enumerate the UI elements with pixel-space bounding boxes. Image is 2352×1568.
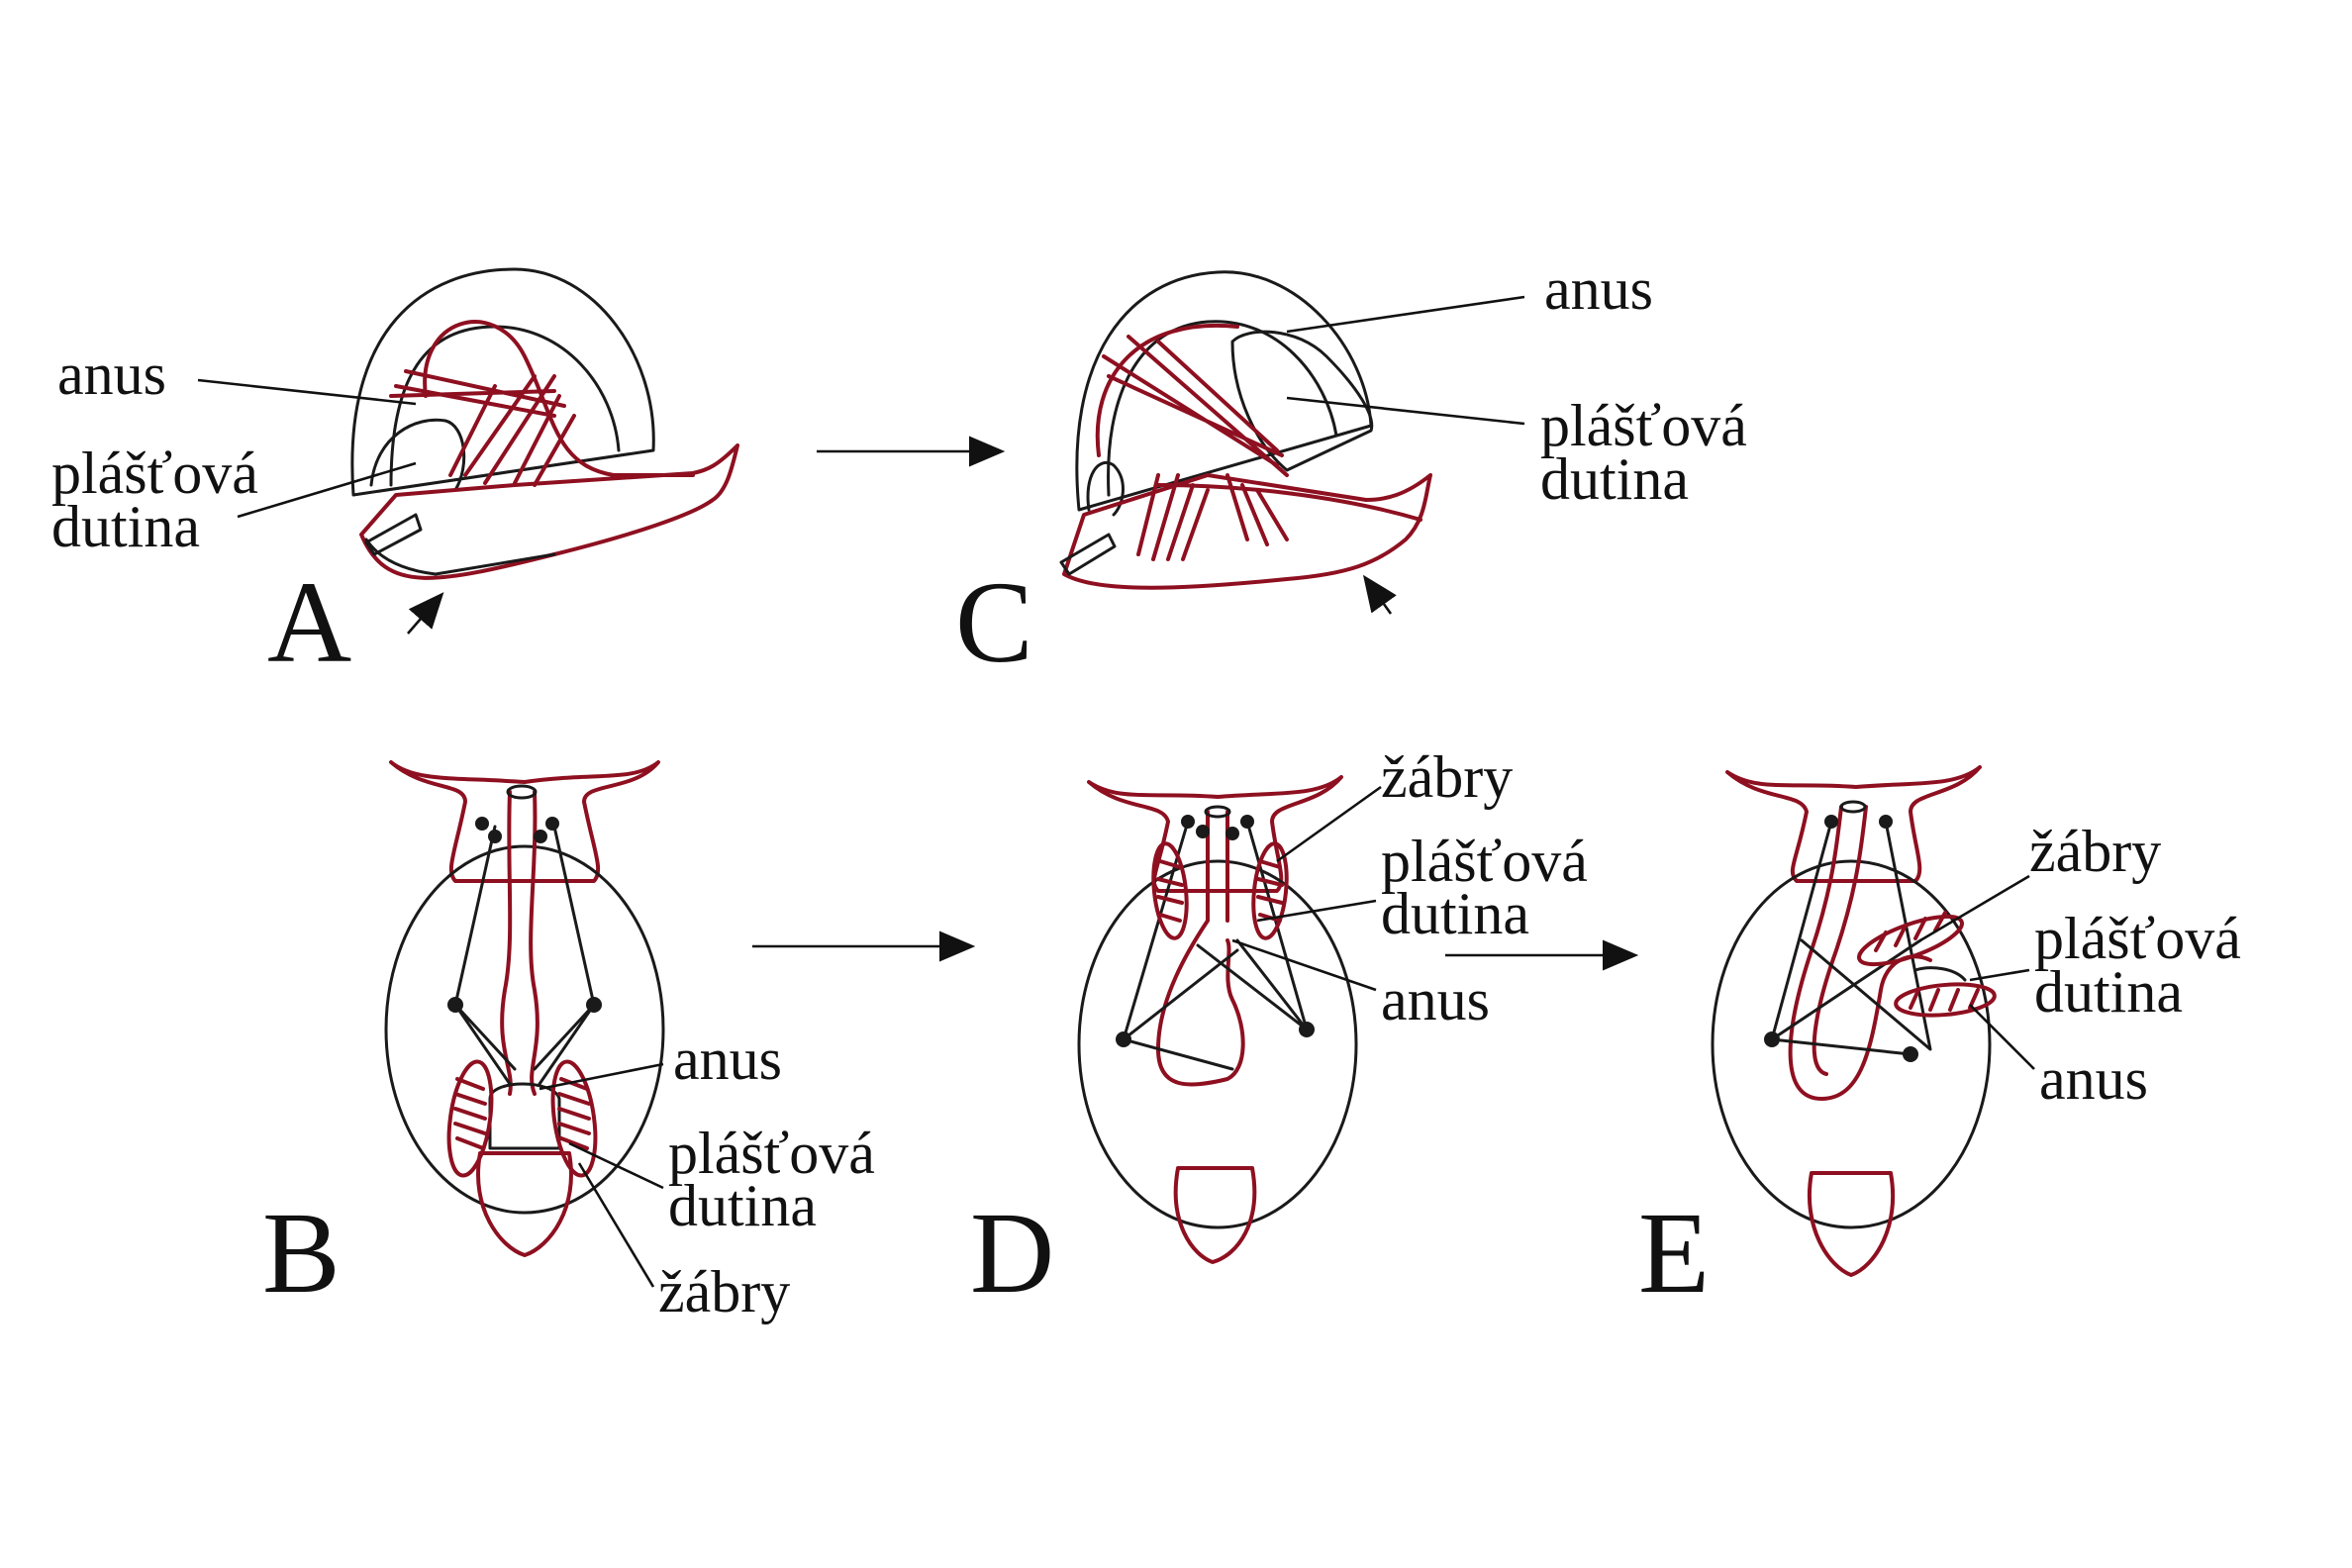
label-a-mantle-line2: dutina: [51, 494, 200, 559]
panel-e-figure: [1711, 765, 1997, 1277]
label-e-mantle-line1: plášťová: [2034, 906, 2241, 971]
label-d-gills: žábry: [1381, 744, 1513, 810]
label-a-anus: anus: [57, 342, 166, 407]
label-c-mantle-line2: dutina: [1540, 446, 1689, 512]
label-e-anus: anus: [2039, 1046, 2148, 1112]
label-b-gills: žábry: [658, 1259, 790, 1324]
leader-d-mantle: [1256, 899, 1377, 923]
label-b-mantle-line1: plášťová: [668, 1121, 875, 1186]
panel-label-d: D: [970, 1188, 1054, 1318]
leader-a-anus: [197, 378, 417, 406]
panel-b-figure: [384, 760, 665, 1257]
leader-a-mantle: [237, 461, 417, 519]
label-a-mantle-line1: plášťová: [51, 441, 258, 506]
leader-d-gills: [1276, 785, 1382, 863]
panel-c-figure: [1059, 270, 1432, 615]
panel-a-figure: [350, 267, 739, 635]
leader-e-gills: [1919, 874, 2030, 942]
label-d-anus: anus: [1381, 967, 1490, 1032]
leader-c-anus: [1286, 295, 1525, 334]
leader-b-gills: [577, 1162, 655, 1288]
label-b-mantle-line2: dutina: [668, 1173, 817, 1238]
label-b-anus: anus: [673, 1027, 782, 1092]
leader-b-anus: [539, 1062, 664, 1091]
leader-e-mantle: [1969, 968, 2030, 982]
label-e-gills: žábry: [2029, 819, 2161, 884]
label-c-mantle-line1: plášťová: [1540, 393, 1747, 458]
panel-label-b: B: [262, 1188, 341, 1318]
label-d-mantle-line1: plášťová: [1381, 829, 1588, 894]
leader-e-anus: [1969, 1004, 2035, 1070]
panel-d-figure: [1077, 775, 1358, 1264]
label-c-anus: anus: [1544, 256, 1653, 322]
leader-b-mantle: [568, 1141, 664, 1190]
panel-label-a: A: [267, 557, 351, 687]
leader-c-mantle: [1286, 396, 1525, 426]
leader-d-anus: [1231, 938, 1377, 992]
panel-label-c: C: [955, 557, 1033, 687]
panel-label-e: E: [1638, 1188, 1710, 1318]
label-d-mantle-line2: dutina: [1381, 881, 1529, 946]
label-e-mantle-line2: dutina: [2034, 959, 2183, 1025]
